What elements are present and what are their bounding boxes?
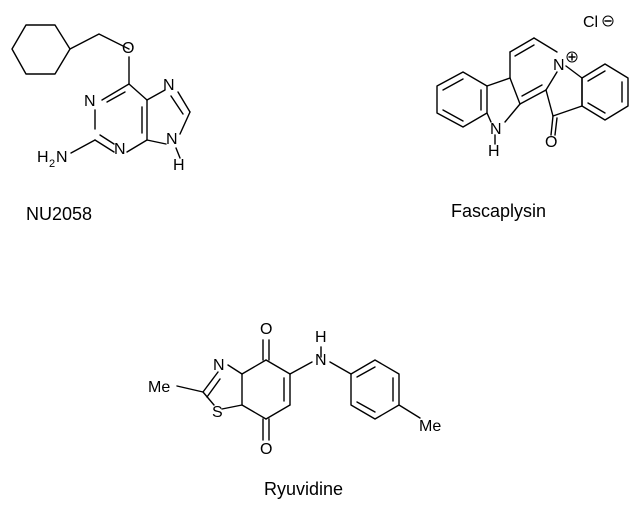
amino-subscript-label: 2	[49, 158, 55, 170]
carbonyl-o-label: O	[545, 134, 557, 151]
oxygen-label: O	[122, 40, 134, 57]
fascaplysin-caption: Fascaplysin	[451, 201, 546, 221]
tolyl-ring	[350, 359, 400, 420]
nu2058-caption: NU2058	[26, 204, 92, 224]
amine-n-label: N	[315, 352, 327, 369]
cyclohexane-ring	[11, 24, 71, 75]
methyl-left-label: Me	[148, 379, 170, 396]
indole-h-label: H	[488, 143, 500, 160]
fascaplysin-right-benzene	[581, 63, 629, 121]
ryuvidine-structure: Me N S O O H N Me	[148, 321, 441, 458]
n9-label: N	[166, 131, 178, 148]
chloride-label: Cl	[583, 14, 598, 31]
amino-h-label: H	[37, 149, 49, 166]
thiazole-s-label: S	[212, 404, 223, 421]
fascaplysin-structure: N N H O Cl	[436, 14, 629, 160]
n7-label: N	[163, 77, 175, 94]
n9-hydrogen-label: H	[173, 157, 185, 174]
ryuvidine-caption: Ryuvidine	[264, 479, 343, 499]
quinone-o-top-label: O	[260, 321, 272, 338]
methyl-right-label: Me	[419, 418, 441, 435]
quinone-o-bottom-label: O	[260, 441, 272, 458]
amino-n-label: N	[56, 149, 68, 166]
pyridinium-n-label: N	[553, 57, 565, 74]
n3-label: N	[114, 141, 126, 158]
n1-label: N	[84, 93, 96, 110]
indole-n-label: N	[490, 121, 502, 138]
nu2058-structure: O N N N N H H 2 N	[11, 24, 191, 174]
thiazole-n-label: N	[213, 357, 225, 374]
amine-h-label: H	[315, 329, 327, 346]
